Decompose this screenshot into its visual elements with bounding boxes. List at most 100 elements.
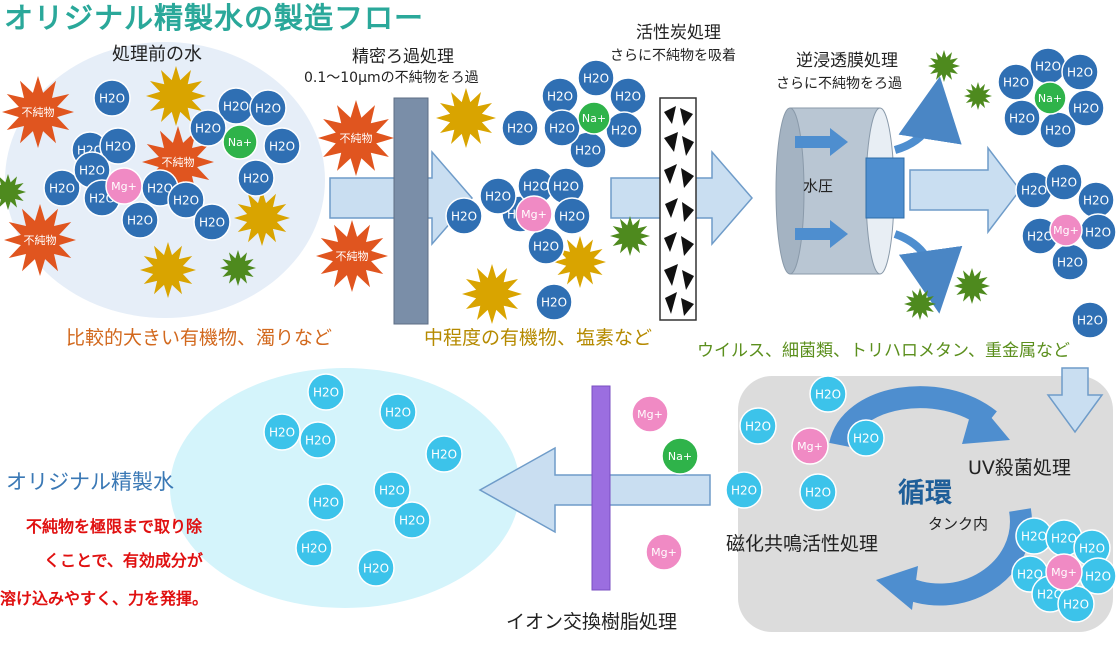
h2o-dark-21: H2O <box>543 109 581 147</box>
svg-text:H2O: H2O <box>313 385 339 399</box>
svg-text:H2O: H2O <box>1027 229 1053 243</box>
svg-text:H2O: H2O <box>1085 569 1111 583</box>
h2o-dark-4: H2O <box>263 127 301 165</box>
h2o-dark-13: H2O <box>193 203 231 241</box>
svg-text:H2O: H2O <box>533 239 559 253</box>
ion-mg-4: Mg+ <box>631 395 669 433</box>
h2o-dark-7: H2O <box>43 169 81 207</box>
impurity-gold-1 <box>234 190 290 246</box>
h2o-dark-17: H2O <box>577 59 615 97</box>
label-microfilter: 精密ろ過処理 <box>352 47 454 67</box>
h2o-dark-30: H2O <box>997 63 1035 101</box>
impurity-gold-5 <box>554 236 606 288</box>
h2o-dark-35: H2O <box>1003 99 1041 137</box>
svg-text:H2O: H2O <box>451 209 477 223</box>
svg-text:Mg+: Mg+ <box>797 440 823 453</box>
h2o-light-19: H2O <box>1079 557 1117 595</box>
svg-text:H2O: H2O <box>583 71 609 85</box>
svg-text:Mg+: Mg+ <box>111 180 137 193</box>
ion-mg-5: Mg+ <box>645 533 683 571</box>
svg-text:不純物: 不純物 <box>340 131 373 145</box>
h2o-dark-34: H2O <box>1039 111 1077 149</box>
svg-text:Mg+: Mg+ <box>651 546 677 559</box>
svg-text:H2O: H2O <box>127 213 153 227</box>
category-medium: 中程度の有機物、塩素など <box>424 327 653 349</box>
ion-exchange-bar <box>591 385 611 591</box>
label-tank: タンク内 <box>928 515 989 533</box>
svg-text:不純物: 不純物 <box>24 233 57 247</box>
svg-text:H2O: H2O <box>541 295 567 309</box>
ion-mg-2: Mg+ <box>515 195 553 233</box>
original-water-ellipse <box>170 368 520 608</box>
svg-text:H2O: H2O <box>575 143 601 157</box>
svg-text:H2O: H2O <box>1079 541 1105 555</box>
h2o-dark-2: H2O <box>249 89 287 127</box>
arrow-down <box>1046 367 1104 434</box>
impurity-red-4: 不純物 <box>316 220 388 292</box>
h2o-light-15: H2O <box>1015 517 1053 555</box>
svg-text:H2O: H2O <box>1083 193 1109 207</box>
svg-text:H2O: H2O <box>1037 587 1063 601</box>
h2o-light-14: H2O <box>799 473 837 511</box>
h2o-light-9: H2O <box>357 549 395 587</box>
svg-text:H2O: H2O <box>1017 567 1043 581</box>
svg-text:H2O: H2O <box>1073 101 1099 115</box>
svg-text:H2O: H2O <box>385 405 411 419</box>
microfilter-bar <box>393 97 429 325</box>
h2o-dark-38: H2O <box>1077 181 1115 219</box>
impurity-green-6 <box>904 288 936 320</box>
h2o-dark-19: H2O <box>605 111 643 149</box>
impurity-red-0: 不純物 <box>2 76 74 148</box>
svg-text:H2O: H2O <box>559 209 585 223</box>
svg-text:Na+: Na+ <box>1038 92 1062 105</box>
label-carbon-sub: さらに不純物を吸着 <box>610 48 736 64</box>
svg-text:H2O: H2O <box>523 179 549 193</box>
h2o-dark-31: H2O <box>1029 47 1067 85</box>
svg-text:Mg+: Mg+ <box>521 208 547 221</box>
svg-text:H2O: H2O <box>301 541 327 555</box>
svg-text:H2O: H2O <box>1057 255 1083 269</box>
h2o-light-17: H2O <box>1073 529 1111 567</box>
svg-text:H2O: H2O <box>99 91 125 105</box>
svg-text:H2O: H2O <box>549 121 575 135</box>
page-title: オリジナル精製水の製造フロー <box>4 1 425 35</box>
h2o-dark-26: H2O <box>553 197 591 235</box>
svg-text:H2O: H2O <box>1051 175 1077 189</box>
svg-text:H2O: H2O <box>431 447 457 461</box>
h2o-dark-37: H2O <box>1045 163 1083 201</box>
svg-text:H2O: H2O <box>269 425 295 439</box>
h2o-dark-16: H2O <box>541 77 579 115</box>
svg-text:H2O: H2O <box>105 139 131 153</box>
h2o-dark-40: H2O <box>1051 243 1089 281</box>
label-uv: UV殺菌処理 <box>968 457 1071 479</box>
h2o-dark-12: H2O <box>167 181 205 219</box>
impurity-green-1 <box>220 250 256 286</box>
svg-text:Na+: Na+ <box>228 136 252 149</box>
svg-text:H2O: H2O <box>1085 225 1111 239</box>
svg-text:H2O: H2O <box>79 163 105 177</box>
svg-text:H2O: H2O <box>269 139 295 153</box>
svg-text:H2O: H2O <box>1009 111 1035 125</box>
label-ro: 逆浸透膜処理 <box>796 51 898 71</box>
h2o-light-7: H2O <box>393 501 431 539</box>
ion-na-1: Na+ <box>222 124 258 160</box>
svg-text:H2O: H2O <box>147 181 173 195</box>
h2o-dark-28: H2O <box>445 197 483 235</box>
h2o-light-5: H2O <box>307 483 345 521</box>
label-carbon: 活性炭処理 <box>636 23 721 43</box>
svg-text:Na+: Na+ <box>582 112 606 125</box>
h2o-light-12: H2O <box>847 419 885 457</box>
ion-mg-7: Mg+ <box>1045 553 1083 591</box>
h2o-light-13: H2O <box>725 471 763 509</box>
h2o-dark-42: H2O <box>1071 301 1109 339</box>
impurity-red-3: 不純物 <box>318 100 394 176</box>
impurity-green-3 <box>928 50 960 82</box>
svg-text:H2O: H2O <box>363 561 389 575</box>
svg-text:Mg+: Mg+ <box>637 408 663 421</box>
h2o-dark-3: H2O <box>189 109 227 147</box>
svg-text:H2O: H2O <box>1077 313 1103 327</box>
impurity-red-1: 不純物 <box>142 126 214 198</box>
impurity-green-2 <box>610 216 650 256</box>
h2o-dark-32: H2O <box>1061 53 1099 91</box>
